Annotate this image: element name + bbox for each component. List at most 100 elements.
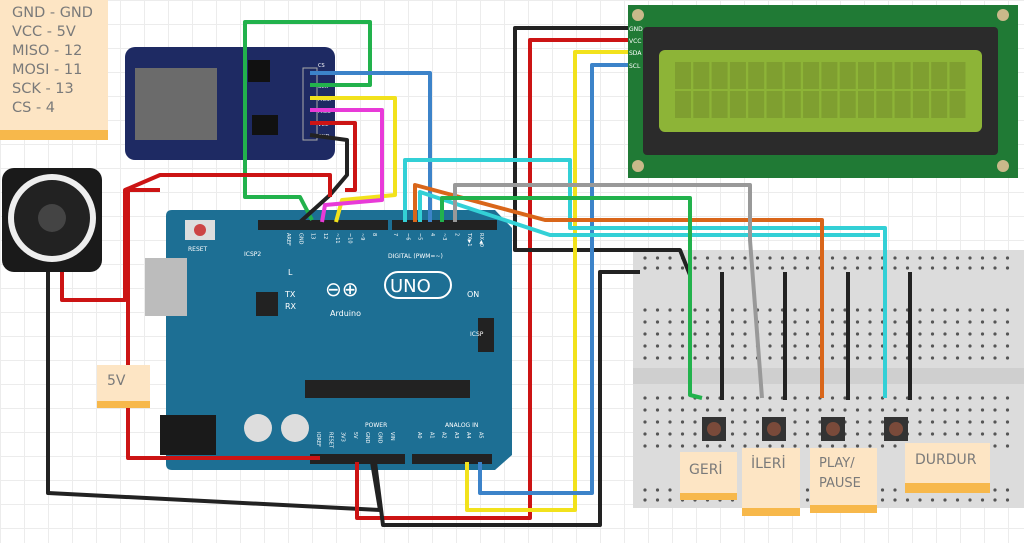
breadboard-hole xyxy=(1005,488,1010,492)
breadboard-hole xyxy=(730,332,735,336)
power-note-text: 5V xyxy=(107,373,126,389)
wire-orange[interactable] xyxy=(413,183,824,398)
wire-lcd-scl-blue[interactable] xyxy=(478,63,628,495)
lcd-char-cell xyxy=(821,91,838,118)
breadboard-hole xyxy=(843,256,847,260)
breadboard-hole xyxy=(968,266,972,270)
wire-sck-green[interactable] xyxy=(243,20,372,221)
wire-miso-magenta[interactable] xyxy=(310,108,384,223)
wire-cyan[interactable] xyxy=(403,158,887,398)
breadboard-hole xyxy=(705,256,710,260)
breadboard-hole xyxy=(705,308,710,312)
breadboard-hole xyxy=(893,408,897,412)
wire-cs-blue[interactable] xyxy=(310,71,432,222)
breadboard-hole xyxy=(643,408,647,412)
breadboard-hole xyxy=(793,432,797,436)
breadboard-hole xyxy=(843,408,847,412)
breadboard-hole xyxy=(668,320,672,324)
breadboard-hole xyxy=(768,408,772,412)
wire-red-bb[interactable] xyxy=(355,38,628,520)
pin-label: GND xyxy=(377,432,383,444)
wires xyxy=(46,20,912,527)
wire-lcd-gnd[interactable] xyxy=(513,26,692,276)
breadboard-hole xyxy=(1005,308,1010,312)
lcd-char-cell xyxy=(675,62,691,89)
breadboard-hole xyxy=(893,488,897,492)
breadboard-hole xyxy=(868,332,872,336)
pin-label: TX▶1 xyxy=(466,232,472,247)
breadboard-hole xyxy=(693,256,697,260)
breadboard-hole xyxy=(793,420,797,424)
breadboard-hole xyxy=(655,356,660,360)
wire-speaker-red[interactable] xyxy=(60,173,332,302)
breadboard-hole xyxy=(918,256,922,260)
breadboard-hole xyxy=(943,420,947,424)
note-play-pause[interactable]: PLAY/ PAUSE xyxy=(810,448,877,513)
breadboard-hole xyxy=(955,498,960,502)
breadboard-hole xyxy=(680,356,685,360)
breadboard-hole xyxy=(893,332,897,336)
pin-label: VIN xyxy=(389,432,395,441)
wire-speaker-black[interactable] xyxy=(46,272,382,512)
wire-gnd-bb-black[interactable] xyxy=(373,270,640,527)
note-back[interactable]: GERİ xyxy=(680,452,737,500)
lcd-char-cell xyxy=(876,62,893,89)
breadboard-hole xyxy=(930,356,935,360)
wire-mosi-yellow[interactable] xyxy=(310,96,397,223)
wire-vcc-red[interactable] xyxy=(310,121,357,192)
breadboard-hole xyxy=(893,396,897,400)
pin-mapping-note[interactable]: GND - GND VCC - 5V MISO - 12 MOSI - 11 S… xyxy=(0,0,108,140)
note-next[interactable]: İLERİ xyxy=(742,448,800,516)
pin-label: 5V xyxy=(352,432,358,439)
breadboard-hole xyxy=(955,256,960,260)
breadboard-hole xyxy=(843,266,847,270)
breadboard-hole xyxy=(668,420,672,424)
breadboard-hole xyxy=(1005,420,1010,424)
breadboard-hole xyxy=(755,256,760,260)
wire-green[interactable] xyxy=(440,196,703,400)
breadboard-hole xyxy=(705,396,710,400)
icsp2-label: ICSP2 xyxy=(244,251,261,258)
power-note[interactable]: 5V xyxy=(97,365,150,408)
breadboard-hole xyxy=(968,396,972,400)
note-stop-text: DURDUR xyxy=(915,452,977,468)
breadboard-hole xyxy=(680,344,685,348)
breadboard-hole xyxy=(855,344,860,348)
note-stop[interactable]: DURDUR xyxy=(905,443,990,493)
wire-cyan-2[interactable] xyxy=(418,190,880,237)
breadboard-hole xyxy=(918,396,922,400)
wire-lcd-sda-yellow[interactable] xyxy=(465,50,628,512)
breadboard-hole xyxy=(943,356,947,360)
pin-label: RX◀0 xyxy=(478,233,484,247)
breadboard-hole xyxy=(955,332,960,336)
icsp-label: ICSP xyxy=(470,331,484,338)
breadboard-hole xyxy=(943,408,947,412)
breadboard-hole xyxy=(693,356,697,360)
breadboard-hole xyxy=(655,320,660,324)
pin-label: ~6 xyxy=(404,233,410,240)
breadboard-hole xyxy=(655,332,660,336)
button-play-pause[interactable] xyxy=(821,417,845,441)
led-l-label: L xyxy=(288,268,293,277)
breadboard-hole xyxy=(680,308,685,312)
breadboard-hole xyxy=(693,408,697,412)
button-stop[interactable] xyxy=(884,417,908,441)
breadboard-hole xyxy=(668,344,672,348)
pin-mapping-text: GND - GND VCC - 5V MISO - 12 MOSI - 11 S… xyxy=(12,5,93,116)
breadboard-hole xyxy=(668,498,672,502)
breadboard-hole xyxy=(655,308,660,312)
button-next[interactable] xyxy=(762,417,786,441)
breadboard-hole xyxy=(805,332,810,336)
breadboard-hole xyxy=(930,432,935,436)
pin-label: 3V3 xyxy=(340,432,346,442)
lcd-char-cell xyxy=(894,91,911,118)
breadboard-hole xyxy=(993,444,997,448)
wire-5v-red[interactable] xyxy=(126,188,320,460)
lcd-char-cell xyxy=(931,91,948,118)
breadboard-hole xyxy=(793,266,797,270)
pin-label: A3 xyxy=(453,432,459,439)
breadboard-hole xyxy=(918,408,922,412)
wire-gnd-black[interactable] xyxy=(298,133,349,224)
button-back[interactable] xyxy=(702,417,726,441)
note-back-text: GERİ xyxy=(689,462,723,478)
